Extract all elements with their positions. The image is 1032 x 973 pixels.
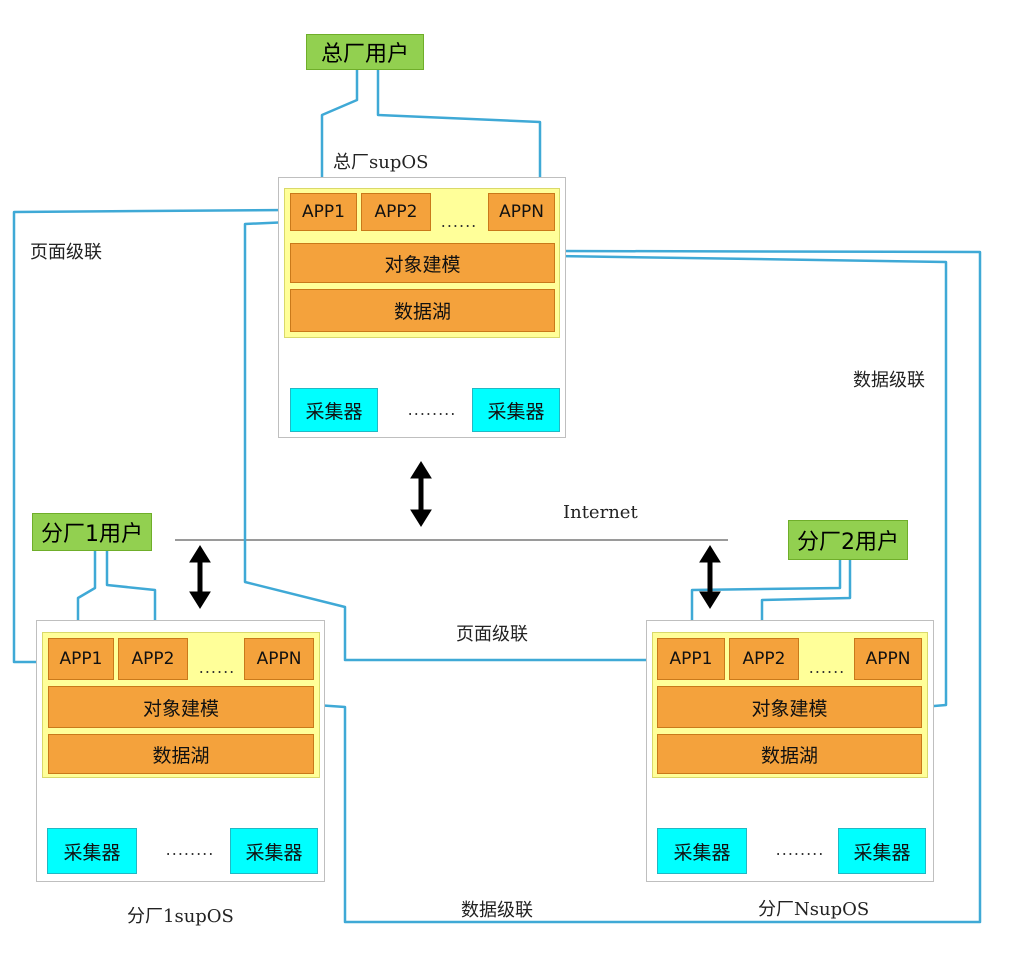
branch1-app1: APP1 [48, 638, 114, 680]
branch2-collector-1: 采集器 [657, 828, 747, 874]
hq-collector-1: 采集器 [290, 388, 378, 432]
branch2-collector-n: 采集器 [838, 828, 926, 874]
branch1-user: 分厂1用户 [32, 513, 152, 551]
branch1-data-lake: 数据湖 [48, 734, 314, 774]
branch1-collector-1: 采集器 [47, 828, 137, 874]
hq-appn: APPN [488, 193, 555, 231]
hq-user-link-app1 [320, 70, 359, 196]
page-cascade-bottom-line [243, 220, 655, 662]
branch2-appn: APPN [854, 638, 922, 680]
branch2-app-ellipsis: ...... [808, 657, 846, 677]
data-cascade-right-line [555, 254, 948, 709]
branch2-user: 分厂2用户 [788, 520, 908, 560]
hq-collector-ellipsis: ........ [407, 399, 457, 419]
branch2-system-label: 分厂NsupOS [758, 899, 870, 920]
page-cascade-bottom-label: 页面级联 [456, 624, 528, 645]
b1-user-link-app2 [105, 550, 157, 640]
hq-app-ellipsis: ...... [440, 211, 478, 231]
hq-app2: APP2 [361, 193, 431, 231]
branch1-app-ellipsis: ...... [198, 657, 236, 677]
hq-object-modeling: 对象建模 [290, 243, 555, 283]
branch2-object-modeling: 对象建模 [657, 686, 922, 728]
internet-label: Internet [563, 502, 638, 523]
page-cascade-left-label: 页面级联 [30, 242, 102, 263]
data-cascade-bottom-line [315, 249, 982, 924]
page-cascade-left-line [12, 208, 291, 664]
branch1-system-label: 分厂1supOS [127, 906, 234, 927]
data-cascade-bottom-label: 数据级联 [461, 900, 533, 921]
hq-user-link-appn [376, 70, 542, 196]
hq-collector-n: 采集器 [472, 388, 560, 432]
hq-user: 总厂用户 [306, 34, 424, 70]
hq-system-label: 总厂supOS [333, 152, 429, 173]
branch1-collector-ellipsis: ........ [165, 839, 215, 859]
branch2-collector-ellipsis: ........ [775, 839, 825, 859]
branch2-user-label: 分厂2用户 [797, 530, 899, 555]
hq-user-label: 总厂用户 [320, 42, 409, 67]
branch1-user-label: 分厂1用户 [41, 522, 143, 547]
hq-app1: APP1 [290, 193, 357, 231]
branch1-collector-n: 采集器 [230, 828, 318, 874]
b2-user-link-app1 [690, 560, 842, 640]
branch1-app2: APP2 [118, 638, 188, 680]
branch2-app2: APP2 [729, 638, 799, 680]
hq-data-lake: 数据湖 [290, 289, 555, 332]
branch2-app1: APP1 [657, 638, 725, 680]
b1-user-link-app1 [76, 550, 97, 640]
branch1-object-modeling: 对象建模 [48, 686, 314, 728]
branch2-data-lake: 数据湖 [657, 734, 922, 774]
branch1-appn: APPN [244, 638, 314, 680]
data-cascade-right-label: 数据级联 [853, 370, 925, 391]
